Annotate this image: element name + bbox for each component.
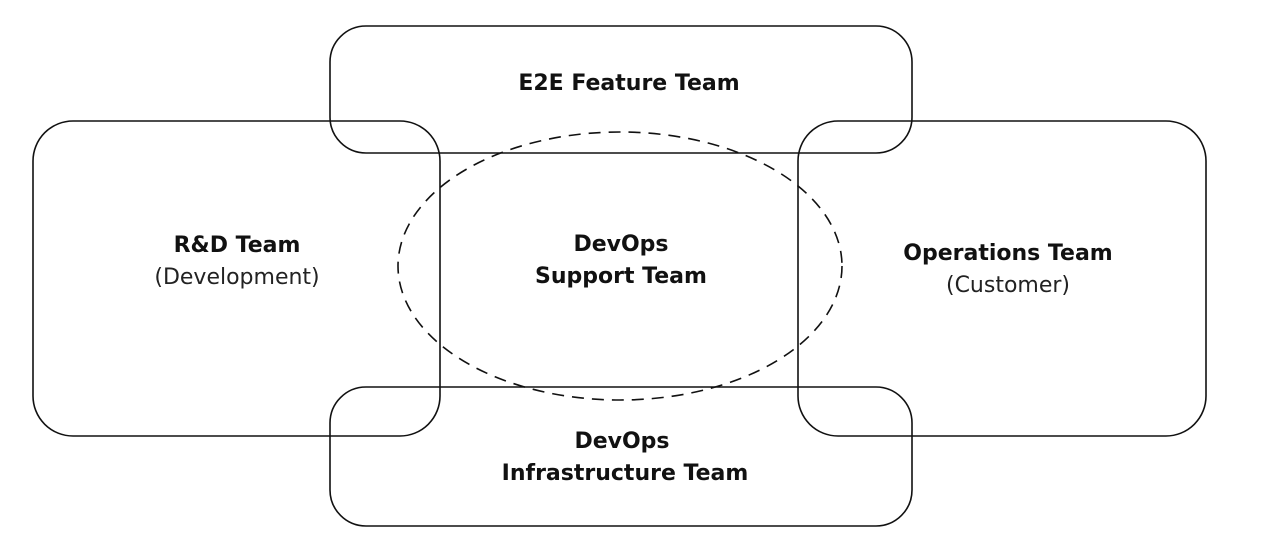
support-team-label-line2: Support Team — [535, 264, 707, 289]
infrastructure-team-label-line1: DevOps — [574, 429, 669, 454]
support-team-ellipse — [397, 131, 843, 401]
support-team-label-line1: DevOps — [573, 232, 668, 257]
rnd-team-label: R&D Team — [174, 233, 301, 258]
infrastructure-team-box — [329, 386, 913, 527]
operations-team-sublabel: (Customer) — [946, 273, 1070, 298]
rnd-team-sublabel: (Development) — [154, 265, 319, 290]
infrastructure-team-label-line2: Infrastructure Team — [502, 461, 749, 486]
e2e-feature-team-box — [329, 25, 913, 154]
rnd-team-box — [32, 120, 441, 437]
e2e-feature-team-label: E2E Feature Team — [518, 71, 739, 96]
operations-team-box — [797, 120, 1207, 437]
operations-team-label: Operations Team — [903, 241, 1112, 266]
